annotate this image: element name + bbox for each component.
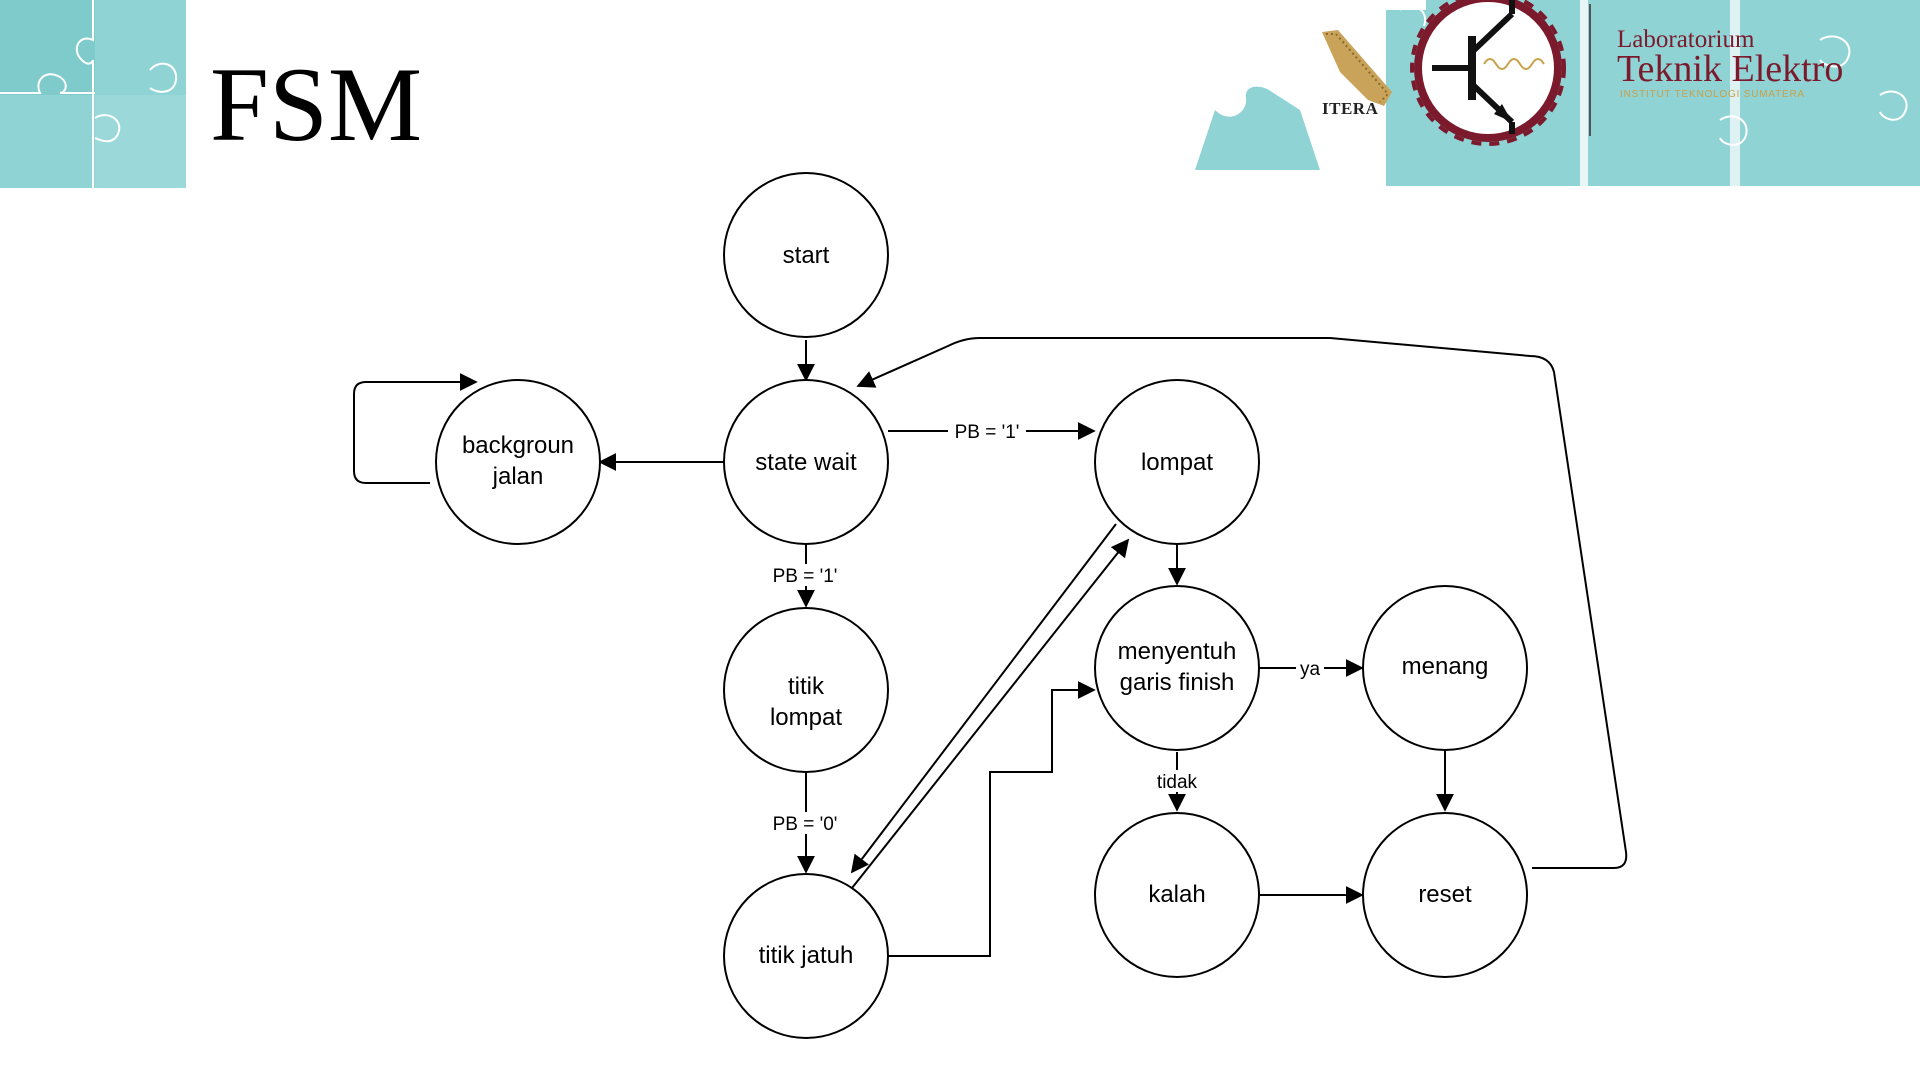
node-label-reset: reset xyxy=(1418,881,1472,908)
itera-logo-icon xyxy=(1320,0,1392,128)
fsm-node-titik-jatuh: titik jatuh xyxy=(723,873,889,1039)
node-label-menyentuh-line2: garis finish xyxy=(1120,669,1235,696)
label-wait-to-lompat: PB = '1' xyxy=(955,422,1020,443)
node-label-kalah: kalah xyxy=(1148,881,1205,908)
label-finish-yes: ya xyxy=(1300,659,1321,680)
node-label-menyentuh-line1: menyentuh xyxy=(1118,638,1237,665)
fsm-node-menang: menang xyxy=(1362,585,1528,751)
fsm-edges xyxy=(353,337,1628,957)
node-label-lompat: lompat xyxy=(1141,449,1213,476)
label-titik-lompat-to-jatuh: PB = '0' xyxy=(773,814,838,835)
fsm-node-lompat: lompat xyxy=(1094,379,1260,545)
fsm-node-start: start xyxy=(723,172,889,338)
node-label-titik-lompat-line1: titik xyxy=(788,673,825,700)
label-finish-no: tidak xyxy=(1157,772,1198,793)
node-label-start: start xyxy=(783,242,830,269)
fsm-node-kalah: kalah xyxy=(1094,812,1260,978)
node-label-menang: menang xyxy=(1402,653,1489,680)
fsm-node-titik-lompat: titik lompat xyxy=(723,607,889,773)
edge-background-self-loop xyxy=(353,373,478,484)
lab-name-line2: Teknik Elektro xyxy=(1617,48,1844,90)
edge-reset-to-wait xyxy=(856,337,1628,869)
edge-lompat-to-jatuh xyxy=(850,523,1117,874)
node-label-state-wait: state wait xyxy=(755,449,857,476)
node-label-titik-lompat-line2: lompat xyxy=(770,704,842,731)
lab-transistor-logo-icon xyxy=(1410,0,1591,146)
node-label-titik-jatuh: titik jatuh xyxy=(759,942,854,969)
fsm-edge-labels: PB = '1' PB = '1' PB = '0' ya tidak xyxy=(762,420,1324,835)
edge-jatuh-to-menyentuh xyxy=(888,681,1096,957)
fsm-node-reset: reset xyxy=(1362,812,1528,978)
fsm-node-menyentuh-garis-finish: menyentuh garis finish xyxy=(1094,585,1260,751)
slide-title: FSM xyxy=(210,46,423,163)
itera-logo-text: ITERA xyxy=(1322,99,1379,118)
lab-name-line3: INSTITUT TEKNOLOGI SUMATERA xyxy=(1620,89,1805,100)
node-label-background-line1: backgroun xyxy=(462,432,574,459)
node-label-background-line2: jalan xyxy=(492,463,544,490)
edge-jatuh-to-lompat xyxy=(851,538,1130,889)
fsm-node-background-jalan: backgroun jalan xyxy=(435,379,601,545)
fsm-node-state-wait: state wait xyxy=(723,379,889,545)
lab-name-line1: Laboratorium xyxy=(1617,26,1755,53)
label-wait-to-titik-lompat: PB = '1' xyxy=(773,566,838,587)
puzzle-left xyxy=(0,0,194,190)
